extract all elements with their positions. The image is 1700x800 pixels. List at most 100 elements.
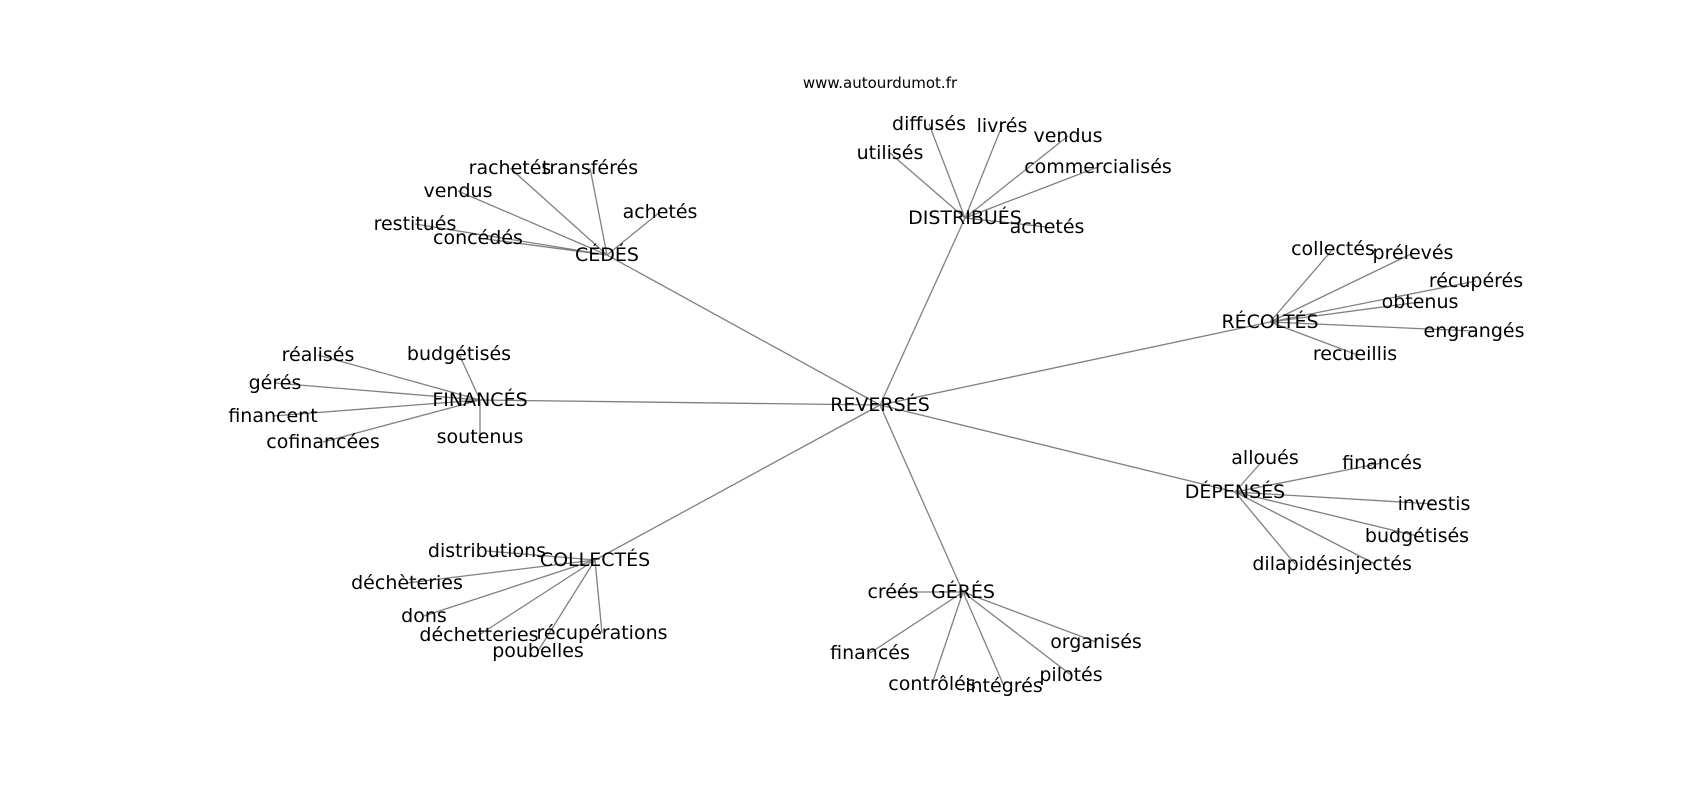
- word-node: transférés: [542, 157, 638, 179]
- word-node: cofinancées: [266, 431, 380, 453]
- word-node: collectés: [1291, 238, 1375, 260]
- edge-group-to-word: [1234, 491, 1376, 565]
- word-node: recueillis: [1313, 343, 1397, 365]
- word-node: vendus: [1034, 125, 1103, 147]
- edge-group-to-word: [457, 190, 608, 256]
- edge-group-to-word: [962, 591, 1005, 687]
- word-node: prélevés: [1373, 242, 1454, 264]
- edge-group-to-word: [477, 237, 608, 256]
- word-node: intégrés: [965, 675, 1043, 697]
- center-node: REVERSÉS: [830, 393, 930, 416]
- word-node: achetés: [1010, 216, 1085, 238]
- edge-group-to-word: [869, 591, 964, 654]
- word-node: livrés: [977, 115, 1028, 137]
- word-node: gérés: [249, 372, 302, 394]
- word-node: récupérations: [536, 622, 667, 644]
- group-node: GÉRÉS: [931, 580, 995, 603]
- edge-group-to-word: [406, 559, 596, 584]
- edge-group-to-word: [1234, 462, 1383, 493]
- group-node: DISTRIBUÉS: [908, 206, 1022, 229]
- edge-group-to-word: [486, 550, 596, 561]
- group-node: CÉDÉS: [575, 243, 639, 266]
- edge-group-to-word: [928, 123, 966, 219]
- edge-center-to-group: [606, 254, 881, 406]
- edge-group-to-word: [1269, 321, 1475, 332]
- word-node: obtenus: [1382, 291, 1459, 313]
- word-node: déchetteries: [419, 624, 538, 646]
- word-node: poubelles: [492, 640, 584, 662]
- word-node: rachetés: [469, 157, 552, 179]
- word-node: alloués: [1231, 447, 1298, 469]
- word-node: budgétisés: [1365, 525, 1469, 547]
- word-node: restitués: [374, 213, 457, 235]
- edge-group-to-word: [1234, 491, 1418, 537]
- word-node: achetés: [623, 201, 698, 223]
- group-node: DÉPENSÉS: [1185, 480, 1285, 503]
- graph-labels: www.autourdumot.fr REVERSÉS CÉDÉS rachetés…: [228, 74, 1524, 697]
- word-node: réalisés: [282, 344, 355, 366]
- edge-group-to-word: [964, 135, 1069, 219]
- edge-group-to-word: [594, 559, 603, 634]
- edge-group-to-word: [931, 591, 964, 685]
- edge-group-to-word: [1269, 252, 1414, 323]
- edge-group-to-word: [458, 353, 481, 401]
- word-node: distributions: [428, 540, 546, 562]
- edge-group-to-word: [606, 211, 661, 256]
- edge-group-to-word: [537, 559, 596, 652]
- source-url: www.autourdumot.fr: [803, 74, 958, 92]
- edge-group-to-word: [423, 559, 596, 617]
- group-node: FINANCÉS: [432, 388, 527, 411]
- edge-group-to-word: [272, 399, 481, 417]
- edge-group-to-word: [1269, 280, 1477, 323]
- word-node: engrangés: [1424, 320, 1525, 342]
- word-node: dilapidés: [1252, 553, 1337, 575]
- edge-group-to-word: [1269, 321, 1356, 355]
- edge-group-to-word: [509, 167, 608, 256]
- word-node: utilisés: [857, 142, 924, 164]
- edge-group-to-word: [414, 223, 608, 256]
- edge-center-to-group: [479, 399, 881, 406]
- word-node: concédés: [433, 227, 523, 249]
- edge-center-to-group: [594, 404, 881, 561]
- word-node: dons: [401, 605, 447, 627]
- edge-center-to-group: [879, 404, 1236, 493]
- word-node: financés: [830, 642, 910, 664]
- edge-group-to-word: [889, 152, 966, 219]
- edge-group-to-word: [322, 399, 481, 443]
- edge-group-to-word: [964, 125, 1003, 219]
- edge-group-to-word: [962, 591, 1072, 676]
- edge-group-to-word: [1269, 301, 1421, 323]
- edge-group-to-word: [1269, 248, 1334, 323]
- edge-group-to-word: [317, 354, 481, 401]
- edge-group-to-word: [478, 559, 596, 636]
- word-node: organisés: [1050, 631, 1142, 653]
- word-node: contrôlés: [888, 673, 975, 695]
- edge-group-to-word: [274, 382, 481, 401]
- word-node: diffusés: [892, 113, 966, 135]
- edge-center-to-group: [879, 217, 966, 406]
- word-node: pilotés: [1039, 664, 1102, 686]
- edge-group-to-word: [962, 591, 1097, 643]
- edge-center-to-group: [879, 321, 1271, 406]
- graph-edges: [272, 123, 1477, 687]
- edge-group-to-word: [964, 166, 1099, 219]
- edge-group-to-word: [1234, 491, 1296, 565]
- word-node: injectés: [1338, 553, 1412, 575]
- word-node: commercialisés: [1024, 156, 1172, 178]
- edge-group-to-word: [964, 217, 1048, 228]
- word-node: récupérés: [1429, 270, 1523, 292]
- word-node: financent: [228, 405, 317, 427]
- group-node: RÉCOLTÉS: [1221, 310, 1318, 333]
- edge-center-to-group: [879, 404, 964, 593]
- group-node: COLLECTÉS: [540, 548, 650, 571]
- word-node: budgétisés: [407, 343, 511, 365]
- word-node: soutenus: [437, 426, 524, 448]
- edge-group-to-word: [1234, 491, 1435, 505]
- word-node: investis: [1398, 493, 1471, 515]
- edge-group-to-word: [1234, 457, 1266, 493]
- word-node: déchèteries: [351, 572, 463, 594]
- edge-group-to-word: [589, 167, 608, 256]
- word-node: vendus: [424, 180, 493, 202]
